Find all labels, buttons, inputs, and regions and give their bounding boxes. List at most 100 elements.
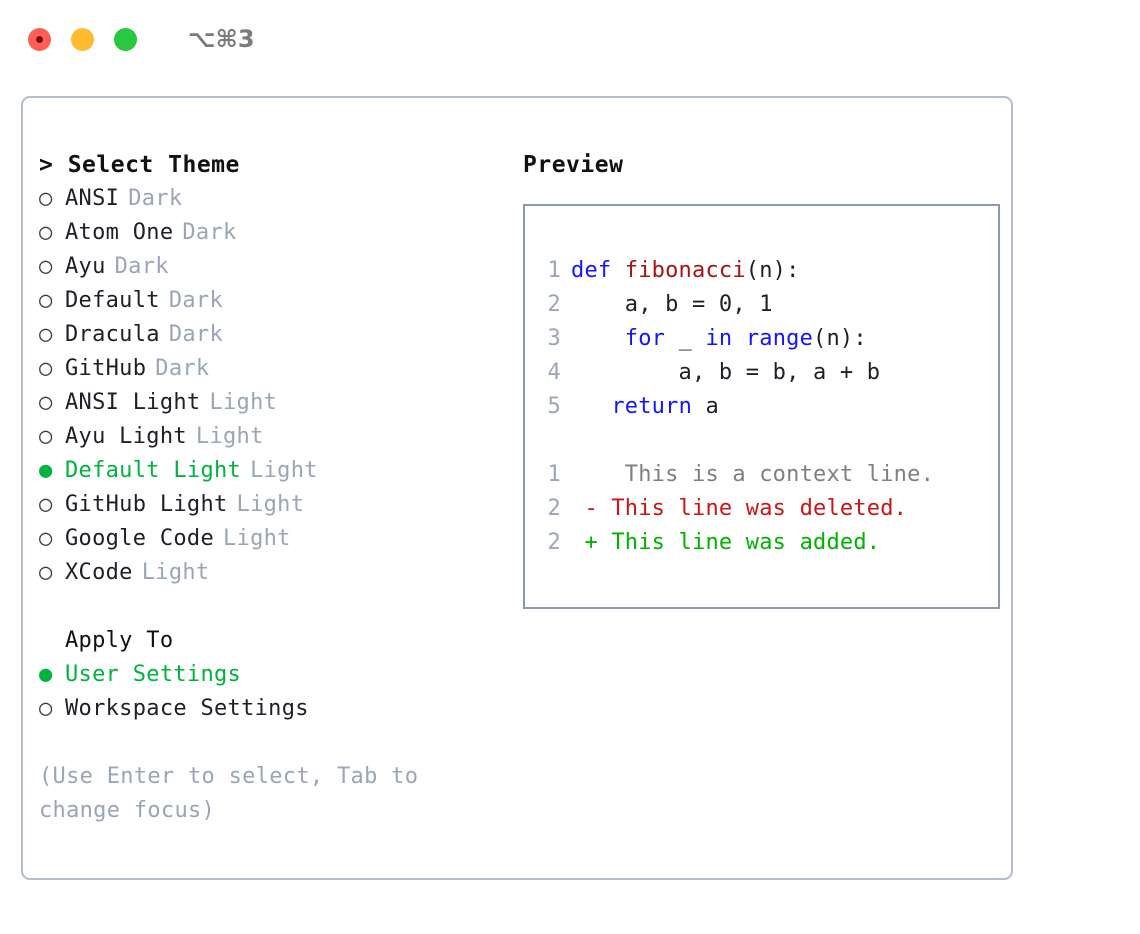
- code-token: a, b = b, a + b: [571, 360, 881, 385]
- code-token: range: [745, 326, 814, 351]
- code-token: a, b = 0, 1: [571, 292, 773, 317]
- theme-option-label: ANSI: [65, 186, 120, 211]
- select-theme-heading: > Select Theme: [39, 152, 240, 178]
- code-line: 3 for _ in range(n):: [539, 322, 998, 356]
- diff-line-number: 1: [547, 462, 561, 487]
- radio-unselected-icon: ○: [39, 696, 53, 721]
- radio-unselected-icon: ○: [39, 186, 53, 211]
- theme-option-google-code[interactable]: ○ Google Code Light: [39, 522, 504, 556]
- radio-selected-icon: ●: [39, 662, 53, 687]
- theme-option-label: Default: [65, 288, 160, 313]
- diff-line: 1 This is a context line.: [539, 458, 998, 492]
- diff-sample: 1 This is a context line.2 - This line w…: [539, 458, 998, 560]
- code-token: (n):: [813, 326, 867, 351]
- apply-to-heading: Apply To: [65, 628, 174, 653]
- theme-option-category: Dark: [114, 254, 169, 279]
- theme-option-category: Dark: [182, 220, 237, 245]
- code-line: 4 a, b = b, a + b: [539, 356, 998, 390]
- theme-option-github-light[interactable]: ○ GitHub Light Light: [39, 488, 504, 522]
- theme-option-category: Light: [250, 458, 318, 483]
- radio-unselected-icon: ○: [39, 526, 53, 551]
- theme-option-atom-one[interactable]: ○ Atom One Dark: [39, 216, 504, 250]
- diff-line-number: 2: [547, 496, 561, 521]
- maximize-window-icon[interactable]: [114, 27, 137, 51]
- code-token: in: [705, 326, 733, 351]
- theme-option-label: Ayu: [65, 254, 106, 279]
- diff-line: 2 + This line was added.: [539, 526, 998, 560]
- code-token: [732, 326, 745, 351]
- diff-line: 2 - This line was deleted.: [539, 492, 998, 526]
- theme-option-label: Ayu Light: [65, 424, 187, 449]
- theme-option-ansi[interactable]: ○ ANSI Dark: [39, 182, 504, 216]
- radio-unselected-icon: ○: [39, 220, 53, 245]
- radio-unselected-icon: ○: [39, 424, 53, 449]
- code-line-number: 3: [547, 326, 561, 351]
- code-line-text: for _ in range(n):: [571, 322, 867, 356]
- theme-option-category: Light: [236, 492, 305, 517]
- theme-option-label: GitHub: [65, 356, 147, 381]
- theme-option-label: Dracula: [65, 322, 160, 347]
- theme-option-label: Default Light: [65, 458, 242, 483]
- theme-option-label: Atom One: [65, 220, 174, 245]
- code-token: for: [624, 326, 666, 351]
- radio-unselected-icon: ○: [39, 322, 53, 347]
- theme-option-label: ANSI Light: [65, 390, 201, 415]
- code-token: (n):: [745, 258, 800, 283]
- apply-to-option-user-settings[interactable]: ●User Settings: [39, 658, 504, 692]
- radio-unselected-icon: ○: [39, 560, 53, 585]
- code-diff-spacer: [539, 424, 998, 458]
- radio-unselected-icon: ○: [39, 254, 53, 279]
- apply-to-option-workspace-settings[interactable]: ○ Workspace Settings: [39, 692, 504, 726]
- radio-unselected-icon: ○: [39, 492, 53, 517]
- theme-option-category: Dark: [168, 322, 224, 347]
- theme-option-label: Google Code: [65, 526, 214, 551]
- theme-option-label: XCode: [65, 560, 133, 585]
- preview-heading: Preview: [523, 152, 624, 178]
- theme-option-dracula[interactable]: ○ Dracula Dark: [39, 318, 504, 352]
- code-line: 5 return a: [539, 390, 998, 424]
- code-token: return: [611, 394, 693, 419]
- apply-to-option-label: Workspace Settings: [65, 696, 309, 721]
- radio-unselected-icon: ○: [39, 288, 53, 313]
- keyboard-hint: (Use Enter to select, Tab to change focu…: [39, 764, 419, 823]
- code-token: [571, 326, 625, 351]
- title-bar: ⌥⌘3: [0, 0, 1140, 78]
- code-line-number: 4: [547, 360, 561, 385]
- theme-option-ayu[interactable]: ○ Ayu Dark: [39, 250, 504, 284]
- theme-option-category: Dark: [155, 356, 210, 381]
- window-controls: [28, 27, 137, 51]
- code-token: a: [692, 394, 719, 419]
- minimize-window-icon[interactable]: [71, 27, 94, 51]
- code-token: fibonacci: [624, 258, 746, 283]
- theme-option-xcode[interactable]: ○ XCode Light: [39, 556, 504, 590]
- theme-option-label: GitHub Light: [65, 492, 228, 517]
- theme-option-ayu-light[interactable]: ○ Ayu Light Light: [39, 420, 504, 454]
- theme-option-category: Light: [195, 424, 264, 449]
- close-window-icon[interactable]: [28, 27, 51, 51]
- code-token: [571, 394, 611, 419]
- apply-to-list: ●User Settings ○ Workspace Settings: [39, 658, 504, 726]
- code-line-text: a, b = 0, 1: [571, 288, 773, 322]
- diff-line-text: + This line was added.: [571, 530, 881, 555]
- theme-option-category: Dark: [128, 186, 183, 211]
- theme-option-category: Light: [141, 560, 210, 585]
- diff-line-text: - This line was deleted.: [571, 496, 908, 521]
- code-line-number: 1: [547, 258, 561, 283]
- list-spacer: [39, 590, 504, 624]
- theme-option-category: Light: [223, 526, 291, 551]
- diff-line-text: This is a context line.: [571, 462, 935, 487]
- keyboard-shortcut-label: ⌥⌘3: [188, 25, 255, 53]
- diff-line-number: 2: [547, 530, 561, 555]
- code-line-number: 5: [547, 394, 561, 419]
- code-token: _: [665, 326, 706, 351]
